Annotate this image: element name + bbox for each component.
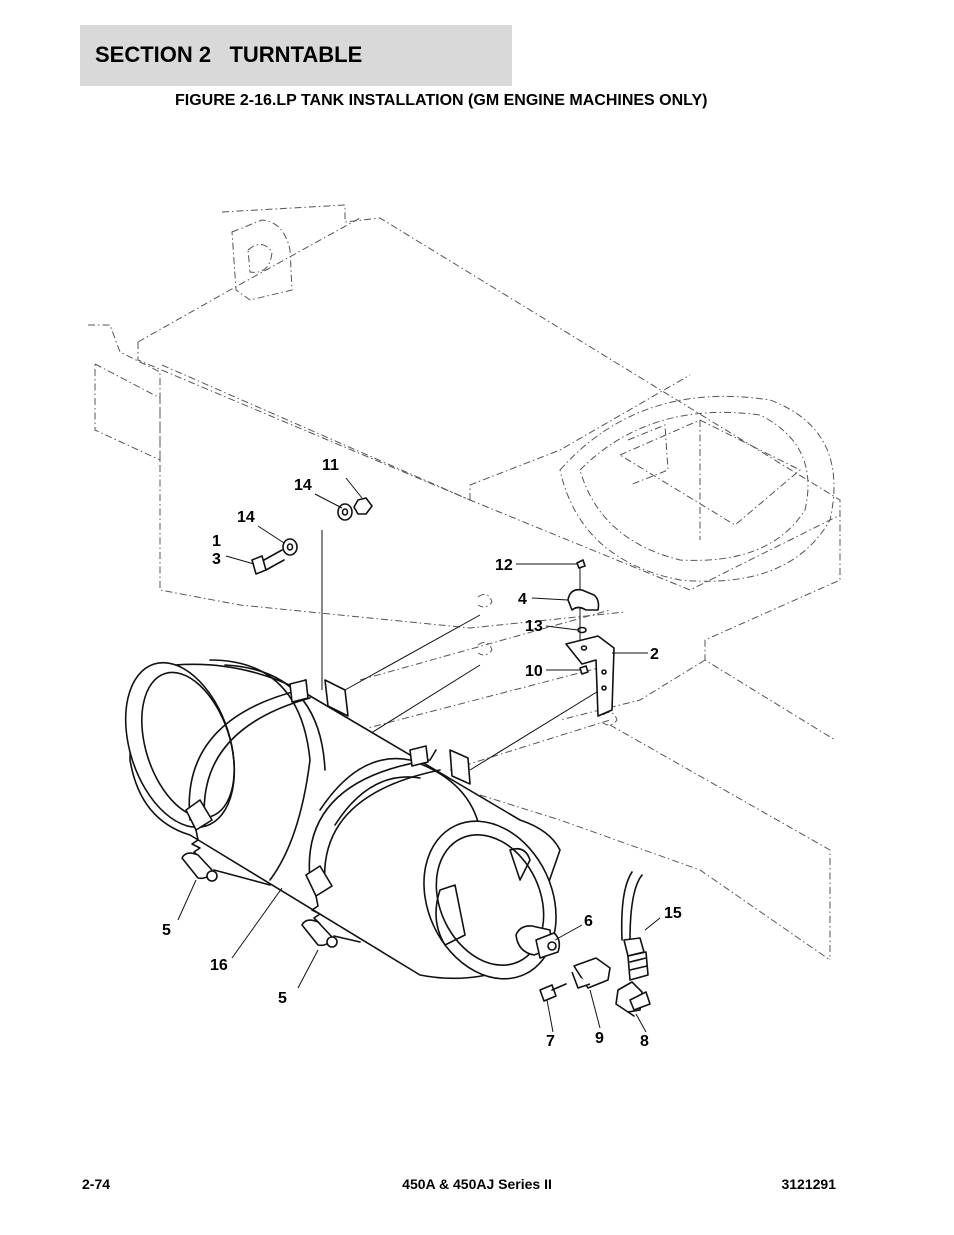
section-title: SECTION 2 TURNTABLE — [95, 42, 363, 67]
callout-9: 9 — [595, 1030, 604, 1047]
callout-12: 12 — [495, 557, 513, 574]
callout-1: 1 — [212, 533, 221, 550]
callout-5-front: 5 — [162, 922, 171, 939]
callout-15: 15 — [664, 905, 682, 922]
callout-labels: 11 14 14 1 3 12 4 13 2 10 15 6 5 16 5 7 … — [162, 457, 682, 1050]
callout-7: 7 — [546, 1033, 555, 1050]
mounting-hardware — [251, 497, 373, 575]
callout-8: 8 — [640, 1033, 649, 1050]
footer-doc-number: 3121291 — [781, 1176, 836, 1192]
callout-6: 6 — [584, 913, 593, 930]
callout-13: 13 — [525, 618, 543, 635]
callout-14-washer-bottom: 14 — [237, 509, 255, 526]
tank-bracket-assembly — [565, 559, 615, 717]
installation-guide-lines — [321, 530, 601, 771]
lp-tank — [124, 659, 561, 980]
fuel-fittings — [539, 871, 651, 1017]
callout-4: 4 — [518, 591, 527, 608]
footer-model: 450A & 450AJ Series II — [402, 1176, 552, 1192]
turntable-frame-phantom — [88, 204, 841, 961]
footer-page-number: 2-74 — [82, 1176, 111, 1192]
figure-title: FIGURE 2-16.LP TANK INSTALLATION (GM ENG… — [175, 92, 708, 109]
callout-10: 10 — [525, 663, 543, 680]
callout-2: 2 — [650, 646, 659, 663]
callout-14-washer-top: 14 — [294, 477, 312, 494]
callout-3: 3 — [212, 551, 221, 568]
callout-16: 16 — [210, 957, 228, 974]
callout-leaders — [177, 477, 661, 1033]
section-header-bar: SECTION 2 TURNTABLE — [80, 25, 512, 86]
callout-11: 11 — [322, 457, 339, 474]
callout-5-rear: 5 — [278, 990, 287, 1007]
frame-mount-studs — [477, 593, 618, 726]
